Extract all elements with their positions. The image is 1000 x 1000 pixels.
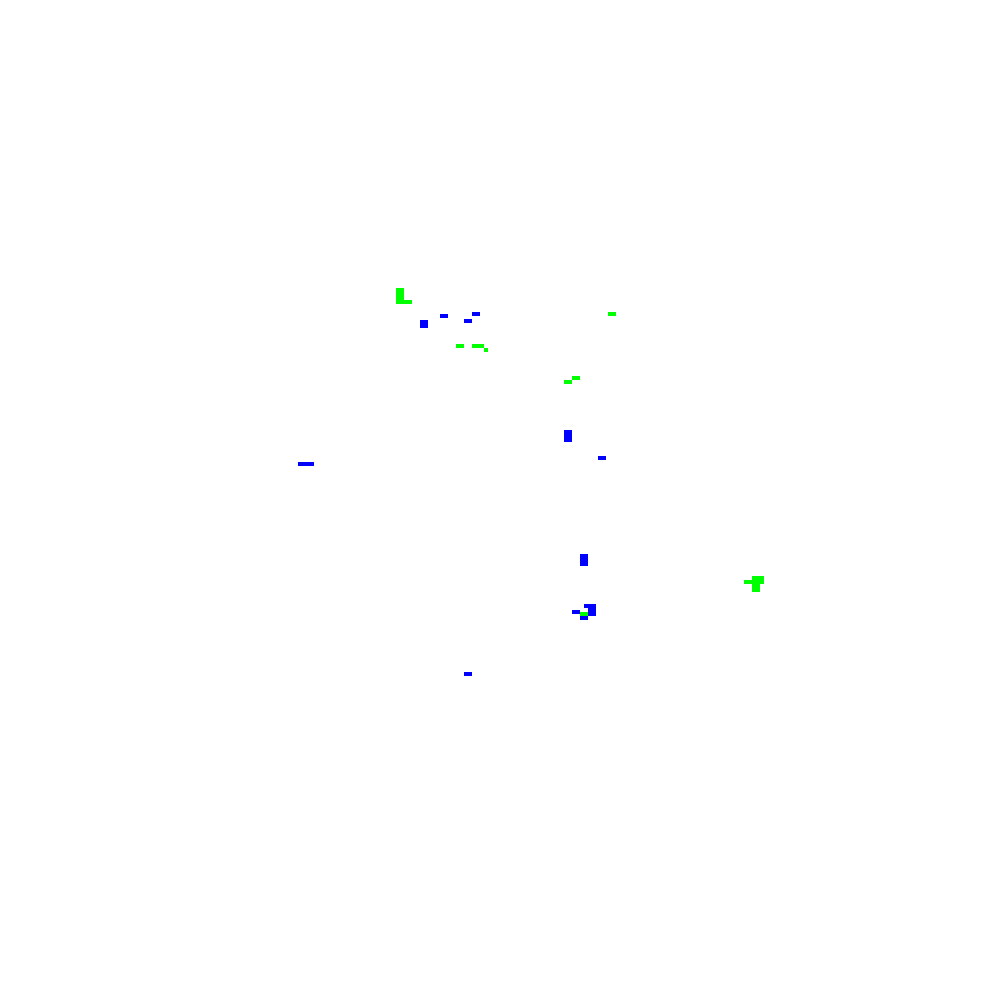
green-cell xyxy=(396,300,400,304)
green-cell xyxy=(752,576,756,580)
blue-cell xyxy=(464,319,468,323)
blue-cell xyxy=(592,608,596,612)
green-cell xyxy=(408,300,412,304)
green-cell xyxy=(400,296,404,300)
green-cell xyxy=(456,344,460,348)
blue-cell xyxy=(302,462,306,466)
blue-cell xyxy=(580,562,584,566)
green-cell xyxy=(744,580,748,584)
green-cell xyxy=(564,380,568,384)
green-cell xyxy=(484,348,488,352)
blue-cell xyxy=(584,558,588,562)
blue-cell xyxy=(564,438,568,442)
blue-cell xyxy=(306,462,310,466)
blue-cell xyxy=(424,320,428,324)
blue-cell xyxy=(572,610,576,614)
blue-cell xyxy=(472,312,476,316)
blue-cell xyxy=(468,319,472,323)
blue-cell xyxy=(588,608,592,612)
blue-cell xyxy=(580,554,584,558)
green-cell xyxy=(400,288,404,292)
green-cell xyxy=(396,296,400,300)
green-cell xyxy=(756,584,760,588)
green-cell xyxy=(608,312,612,316)
blue-cell xyxy=(568,438,572,442)
green-cell xyxy=(460,344,464,348)
green-cell xyxy=(568,380,572,384)
green-cell xyxy=(572,376,576,380)
green-cell xyxy=(612,312,616,316)
green-cell xyxy=(472,344,476,348)
blue-cell xyxy=(420,320,424,324)
green-cell xyxy=(752,588,756,592)
green-cell xyxy=(476,344,480,348)
green-cell xyxy=(752,584,756,588)
blue-cell xyxy=(310,462,314,466)
blue-cell xyxy=(584,604,588,608)
blue-cell xyxy=(424,324,428,328)
blue-cell xyxy=(568,430,572,434)
blue-cell xyxy=(568,434,572,438)
blue-cell xyxy=(440,314,444,318)
blue-cell xyxy=(420,324,424,328)
blue-cell xyxy=(476,312,480,316)
blue-cell xyxy=(464,672,468,676)
green-cell xyxy=(756,588,760,592)
green-cell xyxy=(580,612,584,616)
blue-cell xyxy=(564,434,568,438)
blue-cell xyxy=(564,430,568,434)
green-cell xyxy=(748,580,752,584)
blue-cell xyxy=(298,462,302,466)
blue-cell xyxy=(576,610,580,614)
blue-cell xyxy=(584,554,588,558)
green-cell xyxy=(752,580,756,584)
blue-cell xyxy=(588,612,592,616)
green-cell xyxy=(480,344,484,348)
green-cell xyxy=(584,612,588,616)
green-cell xyxy=(400,300,404,304)
green-cell xyxy=(404,300,408,304)
green-cell xyxy=(756,580,760,584)
green-cell xyxy=(400,292,404,296)
green-cell xyxy=(396,292,400,296)
green-cell xyxy=(396,288,400,292)
blue-cell xyxy=(584,562,588,566)
blue-cell xyxy=(444,314,448,318)
blue-cell xyxy=(592,612,596,616)
blue-cell xyxy=(580,558,584,562)
green-cell xyxy=(760,580,764,584)
green-cell xyxy=(756,576,760,580)
blue-cell xyxy=(588,604,592,608)
blue-cell xyxy=(584,616,588,620)
blue-cell xyxy=(580,616,584,620)
blue-cell xyxy=(598,456,602,460)
green-cell xyxy=(576,376,580,380)
green-cell xyxy=(760,576,764,580)
blue-cell xyxy=(602,456,606,460)
blue-cell xyxy=(468,672,472,676)
blue-cell xyxy=(592,604,596,608)
